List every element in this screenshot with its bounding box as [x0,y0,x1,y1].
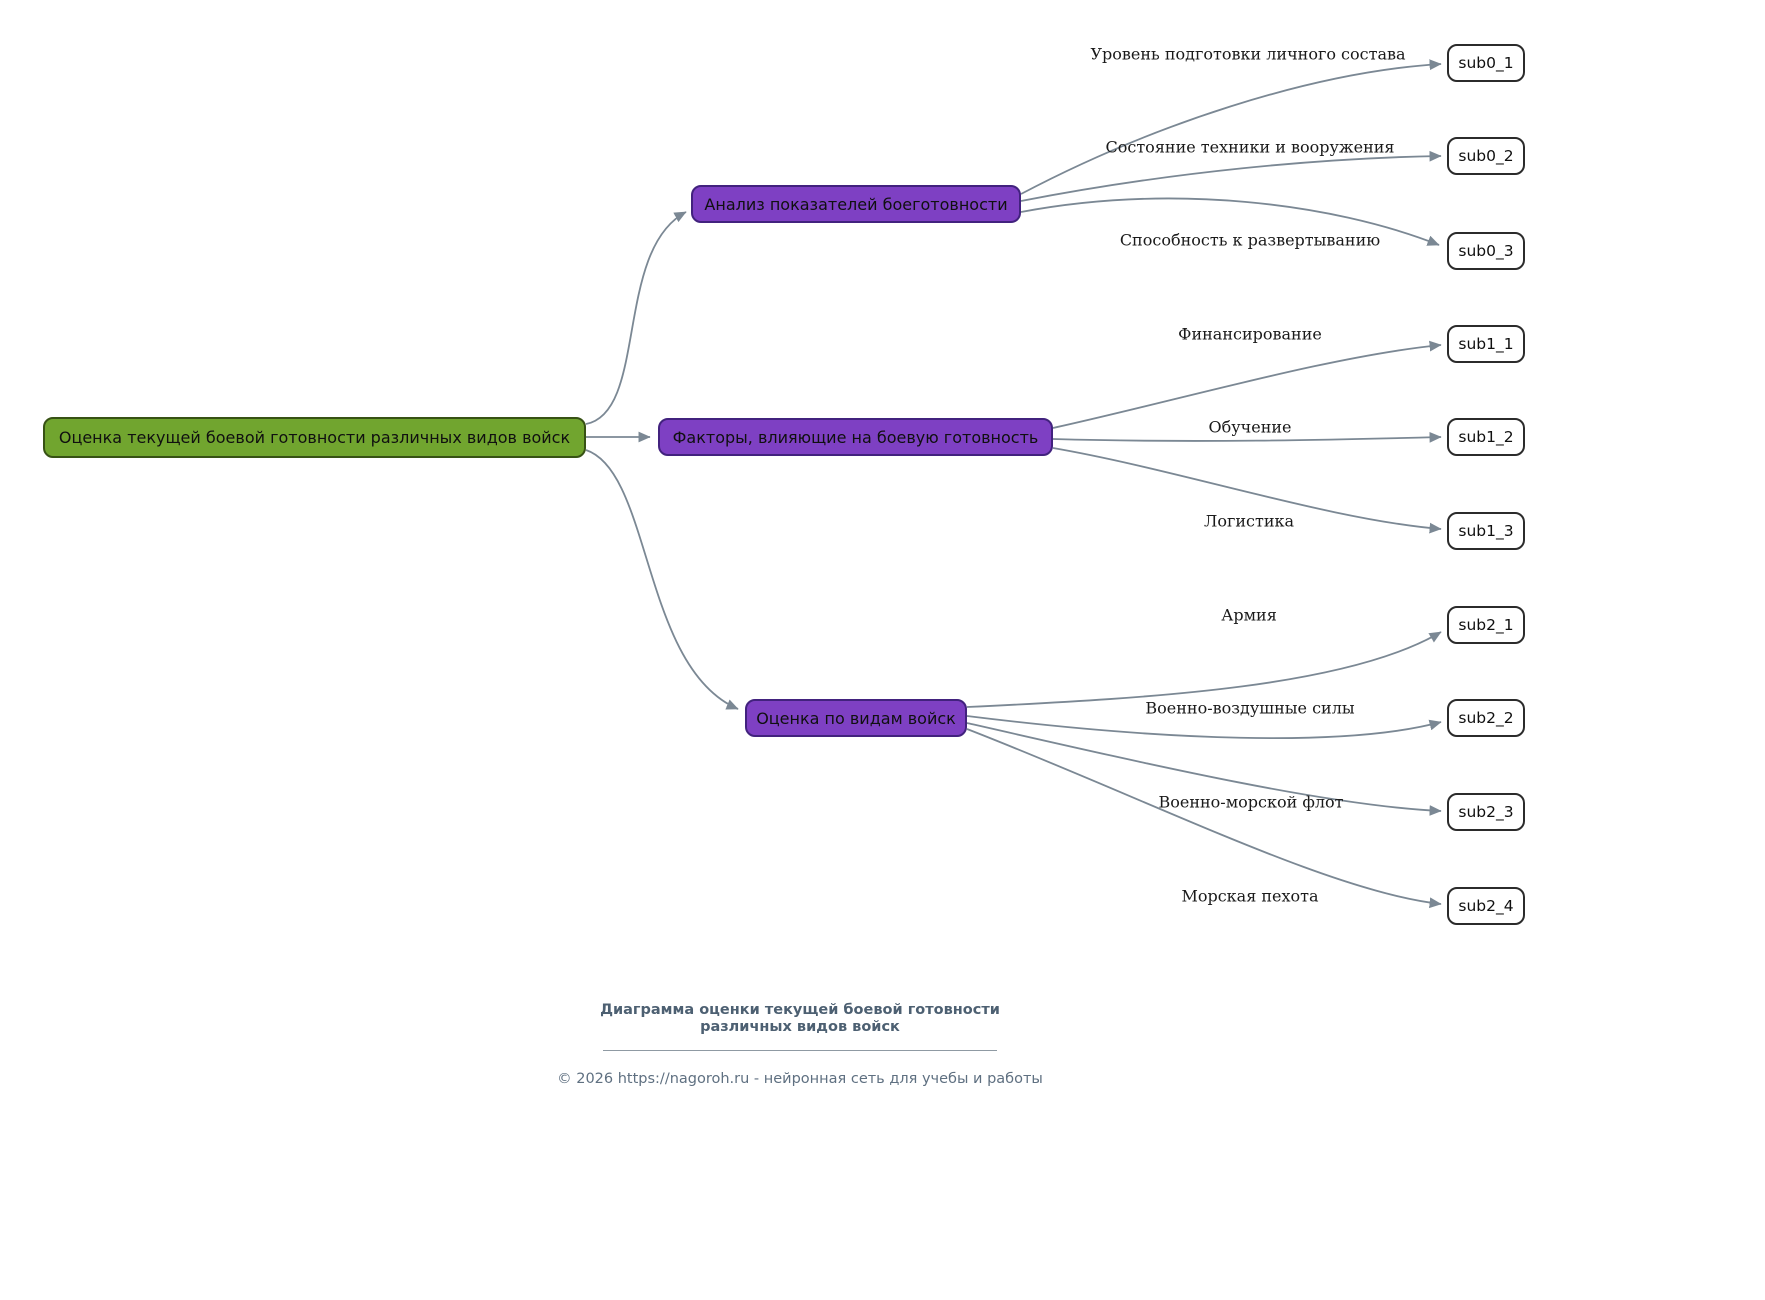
edge-branch1-sub1_1 [1052,340,1442,429]
node-leaf-sub2_3: sub2_3 [1447,793,1525,831]
edge-branch0-sub0_1 [1020,59,1442,195]
edge-branch1-sub1_3 [1052,447,1442,534]
edge-branch2-sub2_3 [966,722,1442,816]
footer-divider [603,1050,997,1051]
edge-root-branch2 [585,449,739,710]
edge-branch2-sub2_2 [966,715,1442,739]
edge-label-marines: Морская пехота [1181,886,1319,906]
node-leaf-sub0_2: sub0_2 [1447,137,1525,175]
edge-branch2-sub2_1 [966,631,1442,708]
edge-root-branch0 [585,211,687,425]
node-leaf-sub1_3: sub1_3 [1447,512,1525,550]
edge-branch0-sub0_2 [1020,150,1442,202]
edge-label-financing: Финансирование [1178,324,1322,344]
node-leaf-sub1_2: sub1_2 [1447,418,1525,456]
edge-label-air-force: Военно-воздушные силы [1145,698,1355,718]
node-leaf-sub0_3: sub0_3 [1447,232,1525,270]
edge-label-logistics: Логистика [1203,511,1295,531]
edge-branch0-sub0_3 [1020,197,1440,246]
edge-label-training: Обучение [1208,417,1292,437]
node-leaf-sub2_1: sub2_1 [1447,606,1525,644]
footer-copyright: © 2026 https://nagoroh.ru - нейронная се… [557,1071,1043,1087]
node-root: Оценка текущей боевой готовности различн… [43,417,586,458]
edge-label-personnel-training: Уровень подготовки личного состава [1090,44,1406,64]
edge-label-army: Армия [1221,605,1277,625]
node-branch-by-service: Оценка по видам войск [745,699,967,737]
edge-branch2-sub2_4 [966,728,1442,909]
edge-label-navy: Военно-морской флот [1158,792,1344,812]
node-leaf-sub1_1: sub1_1 [1447,325,1525,363]
edge-branch1-sub1_2 [1052,431,1442,443]
node-leaf-sub2_4: sub2_4 [1447,887,1525,925]
diagram-title-line1: Диаграмма оценки текущей боевой готовнос… [600,1002,1000,1018]
edge-label-equipment-condition: Состояние техники и вооружения [1105,137,1395,157]
node-branch-factors: Факторы, влияющие на боевую готовность [658,418,1053,456]
diagram-title-line2: различных видов войск [700,1019,900,1035]
node-leaf-sub2_2: sub2_2 [1447,699,1525,737]
node-leaf-sub0_1: sub0_1 [1447,44,1525,82]
node-branch-analysis: Анализ показателей боеготовности [691,185,1021,223]
diagram-title: Диаграмма оценки текущей боевой готовнос… [500,1002,1100,1036]
edge-label-deployment-capability: Способность к развертыванию [1119,230,1381,250]
